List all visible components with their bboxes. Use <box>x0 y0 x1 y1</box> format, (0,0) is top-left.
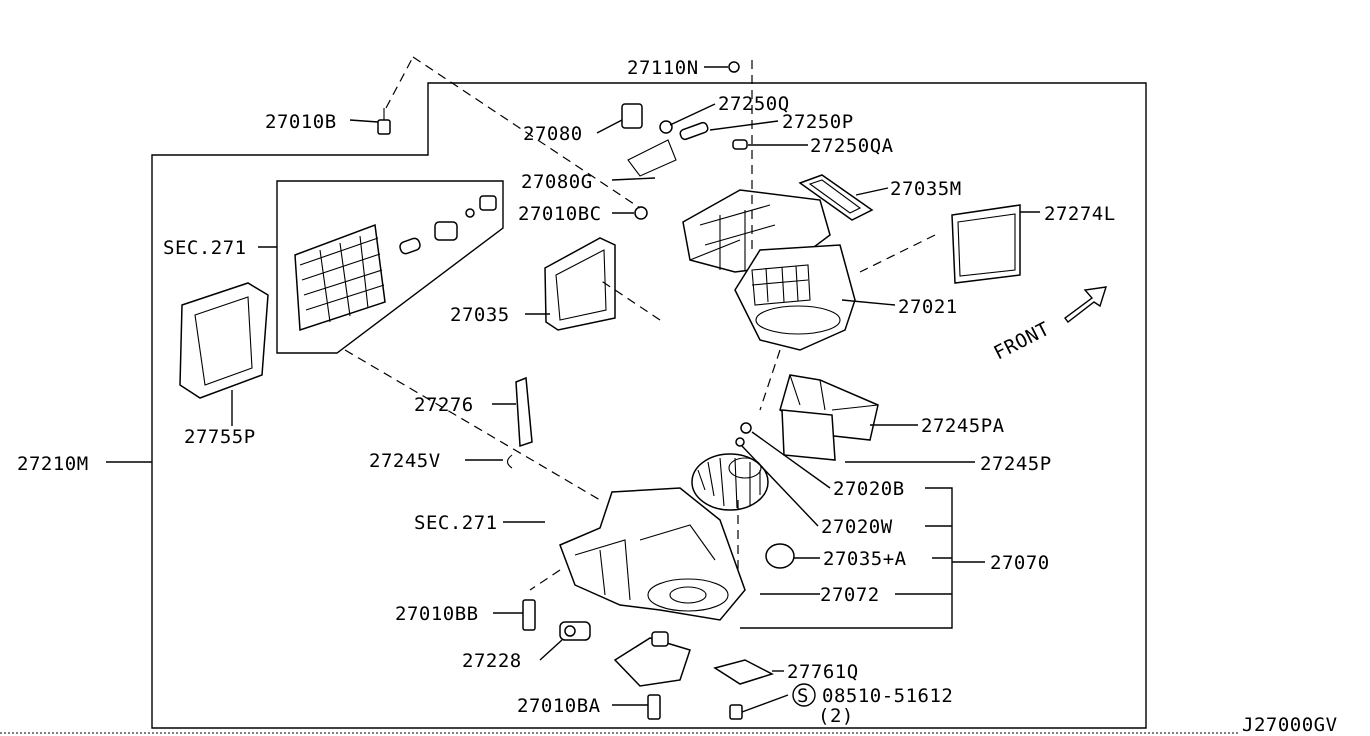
callout-27245pa: 27245PA <box>921 415 1005 437</box>
bolt-27010bb-icon <box>522 599 536 631</box>
callout-sec271-lower: SEC.271 <box>414 512 498 534</box>
front-arrow-icon <box>1064 286 1108 323</box>
callout-27245v: 27245V <box>369 450 441 472</box>
callout-27021: 27021 <box>898 296 958 318</box>
callout-27250q: 27250Q <box>718 93 790 115</box>
callout-27228: 27228 <box>462 650 522 672</box>
callout-27250p: 27250P <box>782 111 854 133</box>
callout-27245p: 27245P <box>980 453 1052 475</box>
intake-housing-27021-icon <box>734 244 856 351</box>
filter-27274l-icon <box>951 204 1021 284</box>
callout-27276: 27276 <box>414 394 474 416</box>
screw-27010ba-icon <box>647 694 661 720</box>
pad-27035a-icon <box>765 543 795 569</box>
callout-27020b: 27020B <box>833 478 905 500</box>
callout-27035a: 27035+A <box>823 548 907 570</box>
callout-27250qa: 27250QA <box>810 135 894 157</box>
callout-27761q: 27761Q <box>787 661 859 683</box>
callout-27010b: 27010B <box>265 111 337 133</box>
callout-27080g: 27080G <box>521 171 593 193</box>
bolt-27010b-icon <box>377 108 391 135</box>
front-label: FRONT <box>990 318 1053 365</box>
callout-08510-51612: 08510-51612 <box>822 685 953 707</box>
nut-27110n-icon <box>728 61 740 73</box>
clip-27245v-icon <box>506 454 513 469</box>
callout-27070: 27070 <box>990 552 1050 574</box>
actuator-27080-icon <box>621 103 748 177</box>
leader-lines <box>106 66 1040 713</box>
seal-27035m-icon <box>798 174 874 221</box>
guide-lines <box>344 56 936 591</box>
seal-27035-icon <box>544 237 616 331</box>
screw-symbol-letter: S <box>797 685 809 707</box>
callout-27035: 27035 <box>450 304 510 326</box>
callout-27080: 27080 <box>523 123 583 145</box>
callout-27010bb: 27010BB <box>395 603 479 625</box>
plate-27761q-icon <box>713 659 774 685</box>
callout-27274l: 27274L <box>1044 203 1116 225</box>
callout-27020w: 27020W <box>821 516 893 538</box>
callout-27110n: 27110N <box>627 57 699 79</box>
callout-27210m: 27210M <box>17 453 89 475</box>
screw-08510-icon <box>729 704 743 720</box>
callout-27035m: 27035M <box>890 178 962 200</box>
blower-case-lower-icon <box>559 487 746 621</box>
callout-27755p: 27755P <box>184 426 256 448</box>
blower-motor-icon <box>613 631 691 687</box>
screw-27010bc-icon <box>634 206 648 220</box>
screw-symbol-icon: S <box>792 683 816 707</box>
callout-sec271-upper: SEC.271 <box>163 237 247 259</box>
callout-27072: 27072 <box>820 584 880 606</box>
bracket-27276-icon <box>515 376 533 448</box>
resistor-27228-icon <box>559 621 591 641</box>
blower-fan-icon <box>691 453 769 511</box>
gasket-27755p-icon <box>179 282 269 399</box>
evaporator-core-icon <box>294 195 497 332</box>
washer-27020b-icon <box>735 422 752 447</box>
callout-27010ba: 27010BA <box>517 695 601 717</box>
evaporator-box <box>276 180 504 354</box>
callout-27010bc: 27010BC <box>518 203 602 225</box>
diagram-code: J27000GV <box>1242 714 1338 736</box>
duct-27245pa-icon <box>779 374 879 461</box>
assembly-outline <box>151 82 1147 729</box>
callout-quantity: (2) <box>818 705 854 727</box>
